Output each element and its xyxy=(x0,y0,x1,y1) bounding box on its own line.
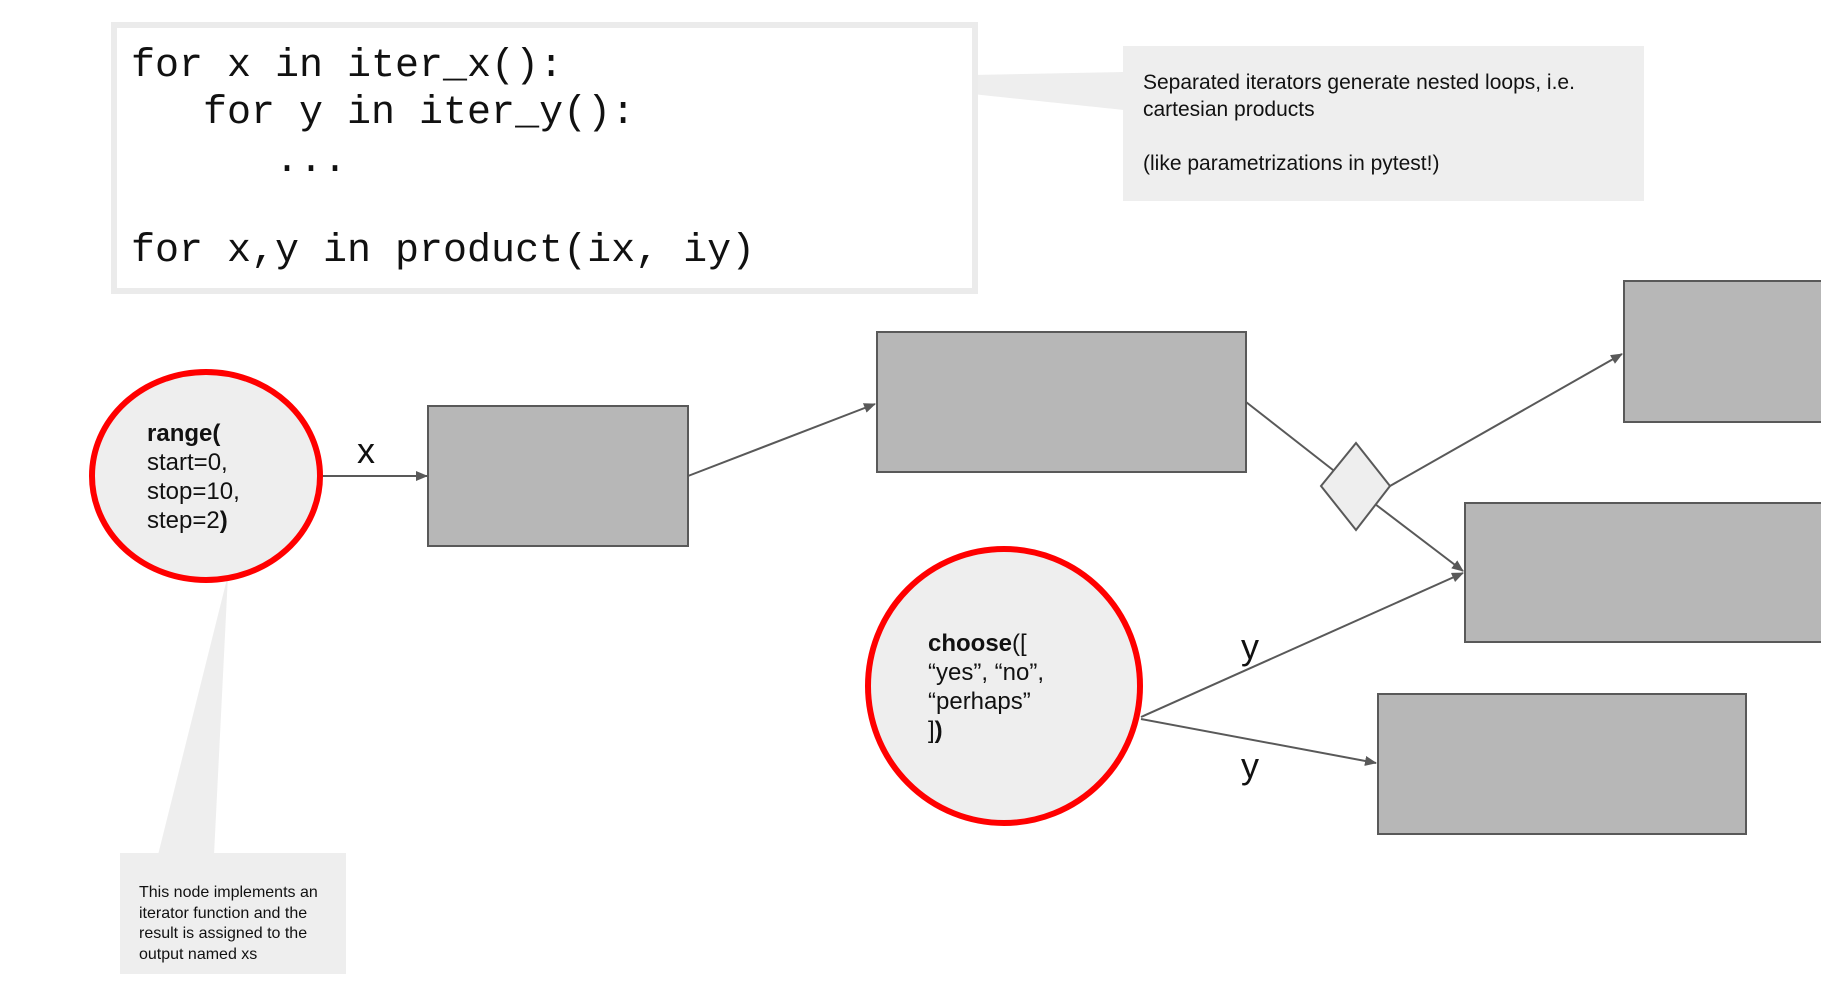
choose-close-bracket: ] xyxy=(928,717,935,744)
range-close-paren: ) xyxy=(219,507,228,534)
decision-diamond[interactable] xyxy=(1319,441,1392,532)
range-iterator-node[interactable] xyxy=(89,369,323,583)
edge-box1-box2 xyxy=(687,403,876,477)
callout-iterator-node: This node implements an iterator functio… xyxy=(120,853,346,974)
callout-nested-loops: Separated iterators generate nested loop… xyxy=(1123,46,1644,201)
range-func-name: range( xyxy=(147,420,221,447)
range-arg-stop: stop=10, xyxy=(147,478,240,505)
edge-box2-decision xyxy=(1245,401,1334,471)
process-box-2[interactable] xyxy=(876,331,1247,473)
process-box-5[interactable] xyxy=(1377,693,1747,835)
callout-pytest-text: (like parametrizations in pytest!) xyxy=(1143,152,1440,175)
callout-iterator-node-text: This node implements an iterator functio… xyxy=(139,884,318,963)
choose-close-paren: ) xyxy=(934,717,943,744)
choose-open-bracket: ([ xyxy=(1012,630,1027,657)
code-line-5: for x,y in product(ix, iy) xyxy=(131,229,756,274)
edge-label-y-upper: y xyxy=(1241,626,1259,667)
choose-arg-perhaps: “perhaps” xyxy=(928,688,1031,715)
choose-node-label: choose([ “yes”, “no”, “perhaps” ]) xyxy=(928,629,1044,745)
choose-iterator-node[interactable] xyxy=(865,546,1143,826)
edge-decision-box3 xyxy=(1389,353,1623,487)
edge-label-x: x xyxy=(357,430,375,471)
code-line-2: for y in iter_y(): xyxy=(131,91,636,136)
process-box-1[interactable] xyxy=(427,405,689,547)
edge-decision-box4 xyxy=(1374,503,1464,572)
process-box-4[interactable] xyxy=(1464,502,1821,643)
process-box-3[interactable] xyxy=(1623,280,1821,423)
code-line-1: for x in iter_x(): xyxy=(131,44,564,89)
edge-y-upper xyxy=(1140,572,1464,718)
callout-nested-loops-text: Separated iterators generate nested loop… xyxy=(1143,71,1575,121)
edge-y-lower xyxy=(1140,718,1377,766)
choose-arg-yes-no: “yes”, “no”, xyxy=(928,659,1045,686)
choose-func-name: choose xyxy=(928,630,1013,657)
callout-bottom-pointer xyxy=(158,575,228,855)
range-node-label: range( start=0, stop=10, step=2) xyxy=(147,419,240,535)
range-arg-start: start=0, xyxy=(147,449,228,476)
code-snippet-box xyxy=(111,22,978,294)
range-arg-step: step=2 xyxy=(147,507,220,534)
edge-label-y-lower: y xyxy=(1241,745,1259,786)
code-line-3: ... xyxy=(131,139,348,184)
